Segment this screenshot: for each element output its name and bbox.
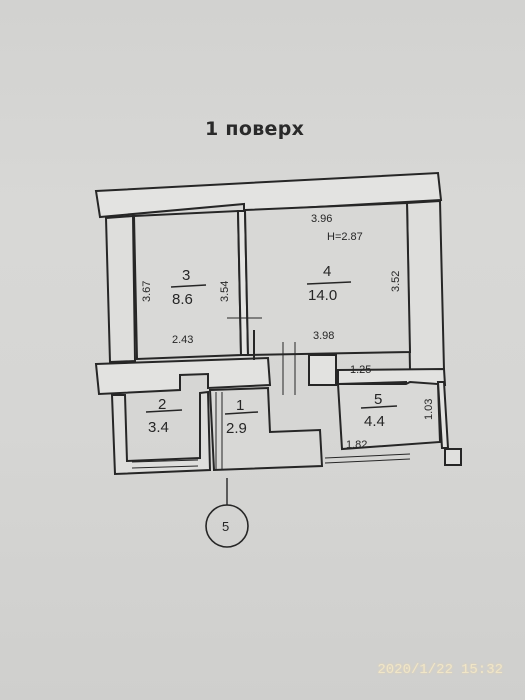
section-marker-number: 5 xyxy=(222,519,229,534)
dim-room4-height: H=2.87 xyxy=(327,231,363,243)
stamp-time: 15:32 xyxy=(460,662,503,678)
dim-room4-bottom: 3.98 xyxy=(313,330,334,342)
room-4-number: 4 xyxy=(323,263,331,280)
room-4-area: 14.0 xyxy=(308,287,337,304)
camera-timestamp: 2020/1/22 15:32 xyxy=(369,662,503,678)
dim-room5-right: 1.03 xyxy=(423,399,435,420)
room-1-area: 2.9 xyxy=(226,420,247,437)
dim-room5-top: 1.25 xyxy=(350,364,371,376)
dim-room3-left: 3.67 xyxy=(141,281,153,302)
dim-room4-top: 3.96 xyxy=(311,213,332,225)
dim-room3-right: 3.54 xyxy=(219,281,231,302)
floor-title: 1 поверх xyxy=(205,118,305,140)
dim-room4-right: 3.52 xyxy=(390,271,402,292)
room-2-number: 2 xyxy=(158,396,166,413)
dim-room3-bottom: 2.43 xyxy=(172,334,193,346)
room-5-area: 4.4 xyxy=(364,413,385,430)
room-3-number: 3 xyxy=(182,267,190,284)
room-2-area: 3.4 xyxy=(148,419,169,436)
dim-room5-bottom: 1.82 xyxy=(346,439,367,451)
room-5-number: 5 xyxy=(374,391,382,408)
room-1-number: 1 xyxy=(236,397,244,414)
room-3-area: 8.6 xyxy=(172,291,193,308)
stamp-date: 2020/1/22 xyxy=(377,662,453,678)
